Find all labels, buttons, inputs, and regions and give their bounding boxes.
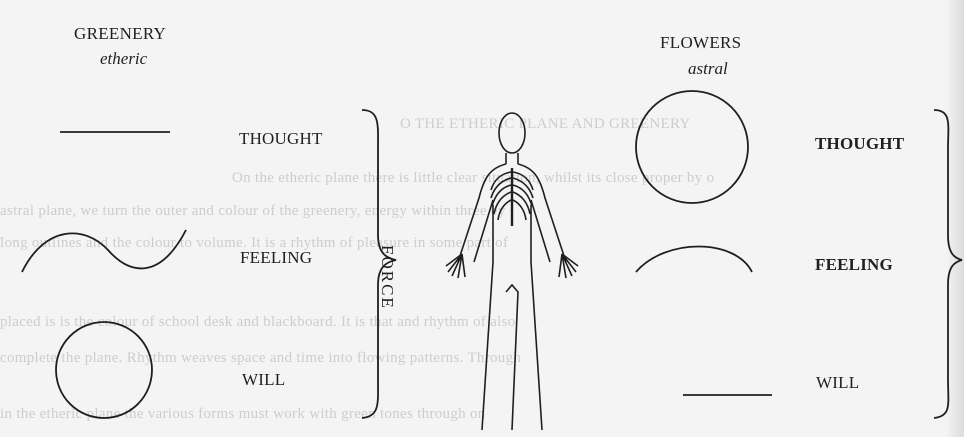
feeling-arc-symbol [636, 247, 752, 273]
figure-right-hand [559, 254, 578, 278]
scan-edge-shadow [946, 0, 964, 437]
thought-circle-symbol [636, 91, 748, 203]
will-circle-symbol [56, 322, 152, 418]
figure-head [499, 113, 525, 153]
figure-left-hand [446, 254, 465, 278]
figure-torso-legs [482, 205, 542, 430]
human-figure [446, 113, 578, 430]
feeling-wave-symbol [22, 230, 186, 272]
left-brace [362, 110, 396, 418]
